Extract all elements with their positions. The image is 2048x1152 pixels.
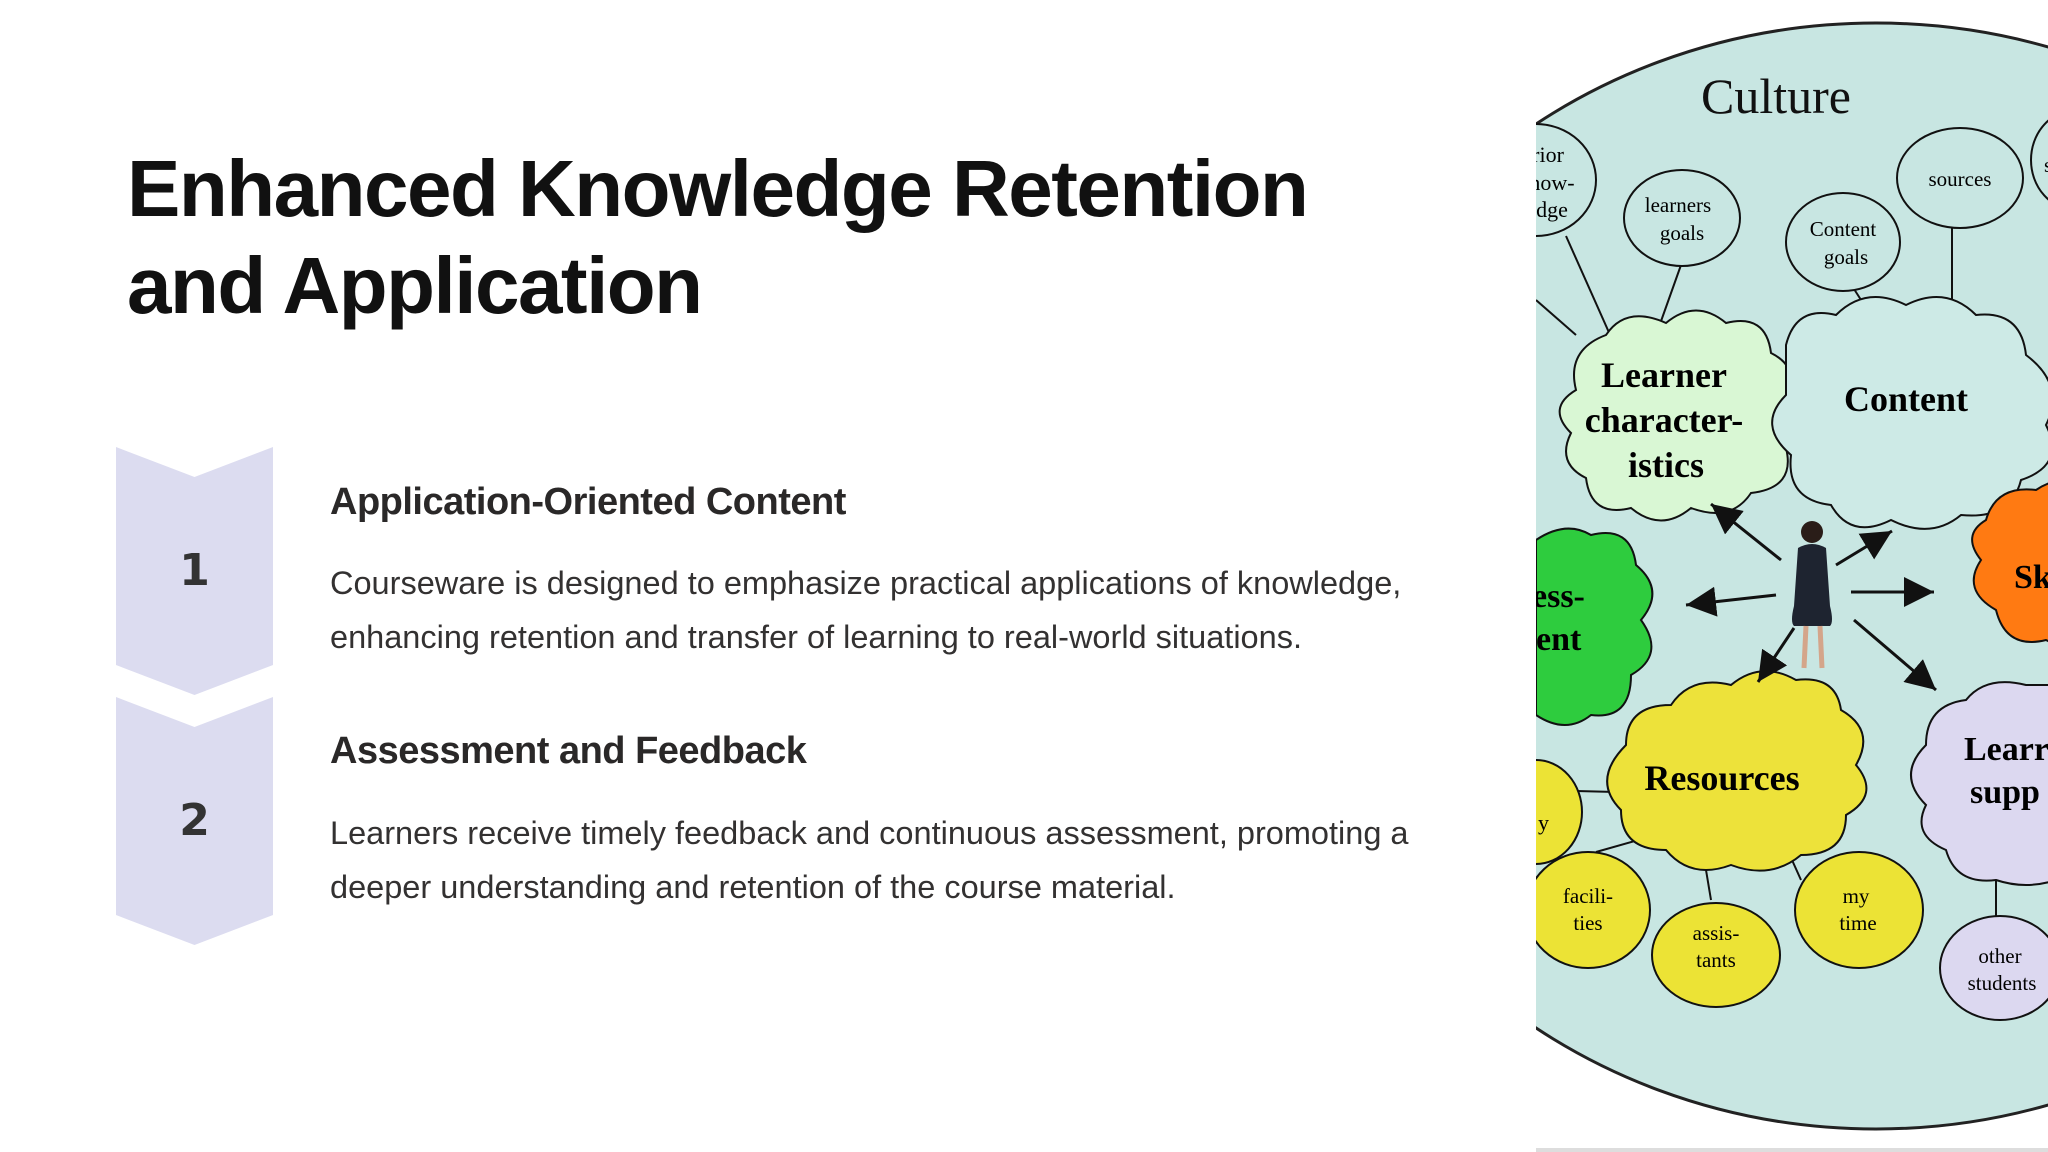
y-ellipse — [1536, 759, 1583, 865]
step-1-heading: Application-Oriented Content — [330, 481, 846, 523]
figure-arrows — [1685, 502, 1937, 692]
prior-knowledge-line1: rior — [1536, 142, 1565, 167]
culture-label: Culture — [1701, 68, 1851, 124]
prior-knowledge-line3: dge — [1536, 197, 1568, 222]
prior-knowledge-line2: now- — [1536, 170, 1575, 195]
step-2-heading: Assessment and Feedback — [330, 730, 807, 772]
diagram-svg: Culture rior now- dge learners goals Con… — [1536, 21, 2048, 1152]
other-students-line2: students — [1968, 971, 2037, 995]
learner-char-line1: Learner — [1601, 355, 1727, 395]
y-label: y — [1538, 810, 1549, 835]
assistants-line1: assis- — [1693, 921, 1740, 945]
step-1-number: 1 — [179, 545, 210, 596]
assessment-line1: ess- — [1536, 578, 1585, 615]
learning-environment-diagram: Culture rior now- dge learners goals Con… — [1536, 0, 2048, 1152]
facilities-line2: ties — [1573, 911, 1602, 935]
skills-cloud — [1971, 482, 2048, 643]
assessment-cloud — [1536, 527, 1654, 726]
learner-char-line2: character- — [1585, 400, 1744, 440]
content-goals-line1: Content — [1810, 217, 1877, 241]
step-2-number: 2 — [179, 795, 210, 846]
learner-support-cloud — [1910, 681, 2048, 886]
step-1-chevron: 1 — [116, 447, 273, 697]
assessment-line2: ent — [1536, 621, 1582, 658]
skills-label: Sk — [2014, 559, 2048, 596]
step-2-chevron: 2 — [116, 697, 273, 947]
learner-support-line1: Learr — [1964, 731, 2048, 768]
learner-support-line2: supp — [1970, 774, 2040, 811]
assistants-ellipse — [1651, 902, 1781, 1008]
other-students-ellipse — [1939, 915, 2048, 1021]
learner-char-line3: istics — [1628, 445, 1704, 485]
prior-knowledge-ellipse — [1536, 123, 1597, 237]
step-1-body: Courseware is designed to emphasize prac… — [330, 565, 1402, 655]
resources-cloud — [1606, 670, 1868, 872]
chevron-shape — [116, 447, 273, 695]
learners-goals-ellipse — [1623, 169, 1741, 267]
content-cloud — [1771, 296, 2048, 530]
other-students-line1: other — [1978, 944, 2021, 968]
my-time-line1: my — [1843, 884, 1870, 908]
resources-label: Resources — [1644, 758, 1799, 798]
my-time-line2: time — [1839, 911, 1876, 935]
s-ellipse — [2030, 119, 2048, 201]
learners-goals-line1: learners — [1645, 193, 1711, 217]
teacher-figure — [1792, 521, 1832, 669]
my-time-ellipse — [1794, 851, 1924, 969]
s-label: s — [2044, 153, 2048, 177]
learners-goals-line2: goals — [1660, 221, 1704, 245]
content-goals-ellipse — [1785, 192, 1901, 292]
facilities-ellipse — [1536, 851, 1651, 969]
assistants-line2: tants — [1696, 948, 1736, 972]
content-goals-line2: goals — [1824, 245, 1868, 269]
slide-title: Enhanced Knowledge Retention and Applica… — [127, 144, 1309, 330]
sources-label: sources — [1929, 167, 1992, 191]
facilities-line1: facili- — [1563, 884, 1613, 908]
sources-ellipse — [1896, 127, 2024, 229]
chevron-shape — [116, 697, 273, 945]
step-2-body: Learners receive timely feedback and con… — [330, 815, 1409, 905]
content-label: Content — [1844, 379, 1968, 419]
